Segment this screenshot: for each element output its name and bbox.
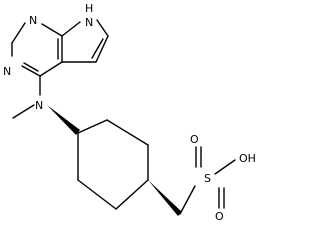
bond-c4a-c4 bbox=[39, 61, 63, 77]
bond-c5-c6 bbox=[77, 179, 117, 210]
atom-n3: N bbox=[3, 65, 11, 78]
bond-c2-n1 bbox=[11, 22, 26, 44]
structure-diagram: N N H N N S O O OH bbox=[3, 2, 256, 223]
bond-c4-c5 bbox=[115, 179, 149, 210]
bond-n1-c7a bbox=[41, 23, 63, 37]
bond-c4-n3-inner bbox=[23, 62, 39, 72]
bond-c2-c3 bbox=[106, 119, 149, 146]
bonds bbox=[11, 19, 236, 216]
bond-c6-c5-inner bbox=[91, 38, 104, 59]
atom-n1: N bbox=[29, 14, 37, 27]
atom-n7: N bbox=[85, 16, 93, 29]
bond-c1-c2 bbox=[77, 119, 108, 134]
wedge-c4-ch2 bbox=[148, 180, 182, 216]
atom-s: S bbox=[204, 172, 211, 185]
bond-n7-c6 bbox=[96, 19, 109, 37]
atom-o-bottom: O bbox=[215, 210, 224, 223]
wedge-namine-c1 bbox=[47, 105, 80, 135]
bond-c6-c5 bbox=[95, 35, 109, 63]
atom-o-top: O bbox=[190, 133, 199, 146]
atom-oh: OH bbox=[239, 152, 256, 165]
atom-n-amine: N bbox=[35, 99, 43, 112]
bond-c7a-n7 bbox=[61, 21, 81, 37]
bond-c4-n3 bbox=[21, 65, 41, 77]
bond-s-oh bbox=[214, 159, 236, 175]
atom-n7-hydrogen: H bbox=[85, 2, 93, 15]
atom-labels: N N H N N S O O OH bbox=[3, 2, 256, 223]
bond-namine-methyl bbox=[12, 104, 35, 119]
bond-ch2-s bbox=[179, 185, 196, 215]
